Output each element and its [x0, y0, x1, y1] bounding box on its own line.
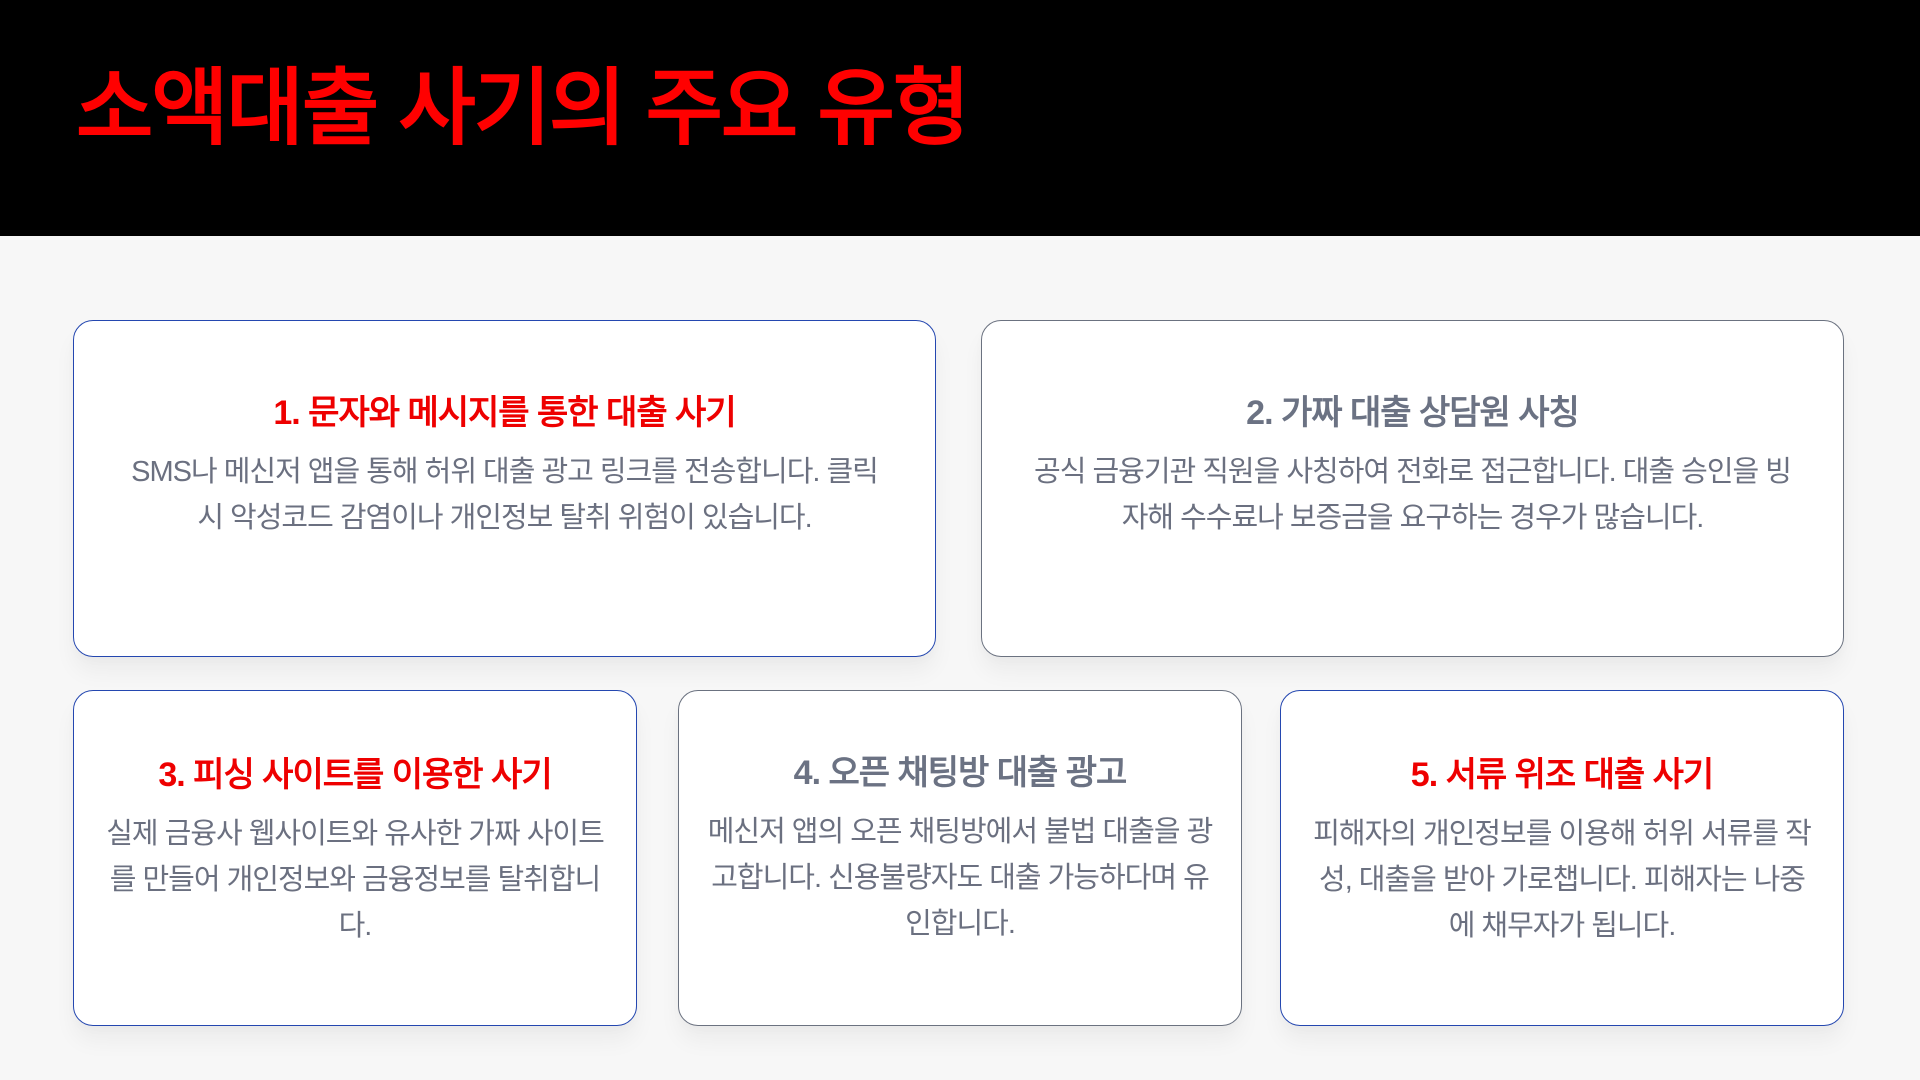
fraud-type-card-phishing-site: 3. 피싱 사이트를 이용한 사기 실제 금융사 웹사이트와 유사한 가짜 사이…	[73, 690, 637, 1026]
fraud-type-card-open-chat: 4. 오픈 채팅방 대출 광고 메신저 앱의 오픈 채팅방에서 불법 대출을 광…	[678, 690, 1242, 1026]
fraud-type-card-fake-counselor: 2. 가짜 대출 상담원 사칭 공식 금융기관 직원을 사칭하여 전화로 접근합…	[981, 320, 1844, 657]
card-description: 실제 금융사 웹사이트와 유사한 가짜 사이트를 만들어 개인정보와 금융정보를…	[106, 818, 605, 942]
page-title: 소액대출 사기의 주요 유형	[76, 61, 970, 155]
card-title: 1. 문자와 메시지를 통한 대출 사기	[273, 394, 736, 432]
header-banner: 소액대출 사기의 주요 유형	[0, 0, 1920, 236]
card-title: 3. 피싱 사이트를 이용한 사기	[158, 756, 552, 794]
card-title: 4. 오픈 채팅방 대출 광고	[793, 754, 1128, 792]
card-description: 공식 금융기관 직원을 사칭하여 전화로 접근합니다. 대출 승인을 빙자해 수…	[1034, 456, 1792, 534]
card-description: 피해자의 개인정보를 이용해 허위 서류를 작성, 대출을 받아 가로챕니다. …	[1313, 818, 1812, 942]
card-title: 2. 가짜 대출 상담원 사칭	[1246, 394, 1580, 432]
card-description: SMS나 메신저 앱을 통해 허위 대출 광고 링크를 전송합니다. 클릭 시 …	[131, 456, 879, 534]
card-title: 5. 서류 위조 대출 사기	[1410, 756, 1714, 794]
fraud-type-card-sms: 1. 문자와 메시지를 통한 대출 사기 SMS나 메신저 앱을 통해 허위 대…	[73, 320, 936, 657]
fraud-type-card-document-forgery: 5. 서류 위조 대출 사기 피해자의 개인정보를 이용해 허위 서류를 작성,…	[1280, 690, 1844, 1026]
card-description: 메신저 앱의 오픈 채팅방에서 불법 대출을 광고합니다. 신용불량자도 대출 …	[707, 816, 1214, 940]
